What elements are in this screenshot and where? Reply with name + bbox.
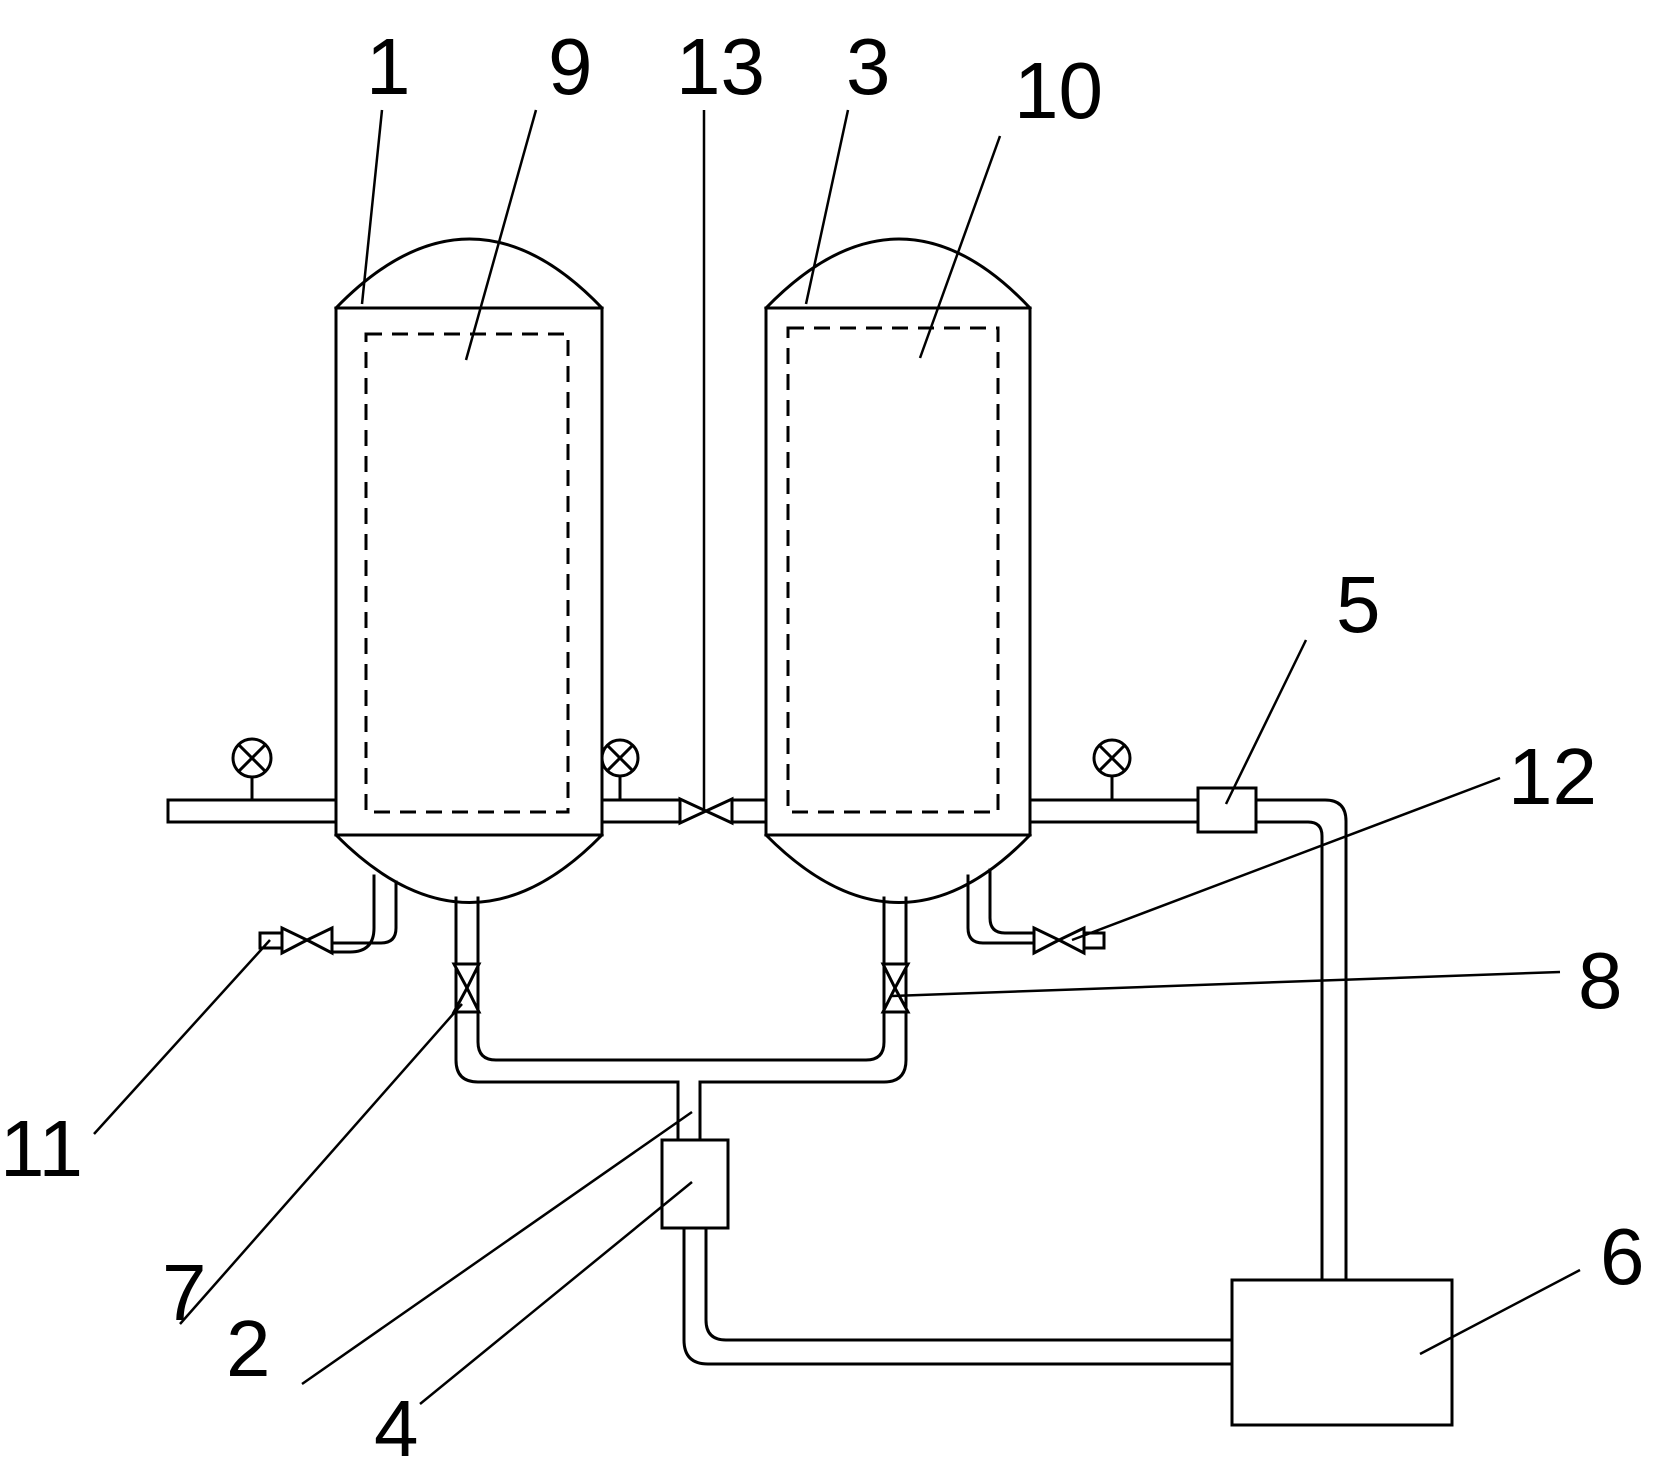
connecting-pipe: [600, 798, 768, 824]
valve-7: [451, 962, 482, 1014]
label-5: 5: [1336, 560, 1381, 649]
right-vessel: [763, 237, 1033, 904]
drain-valve-12: [1032, 925, 1086, 956]
left-filter-element: [364, 332, 570, 814]
valve-8: [880, 962, 911, 1014]
pressure-gauge-inlet: [231, 737, 273, 802]
label-7: 7: [162, 1248, 207, 1337]
label-13: 13: [676, 22, 765, 111]
left-drain-pipe: [258, 874, 398, 954]
label-2: 2: [226, 1304, 271, 1393]
drain-valve-11: [280, 925, 334, 956]
label-8: 8: [1578, 936, 1623, 1025]
valve-13: [678, 796, 734, 826]
label-3: 3: [846, 22, 891, 111]
outlet-pipe: [1028, 798, 1348, 1282]
inlet-pipe: [166, 798, 338, 824]
right-filter-element: [786, 326, 1000, 814]
reference-labels: 1 9 13 3 10 5 12 8 11 7 2 4 6: [0, 22, 1645, 1462]
left-vessel: [333, 237, 605, 904]
tank-6: [1230, 1278, 1454, 1427]
pressure-gauge-middle: [600, 738, 640, 802]
label-11: 11: [0, 1104, 83, 1193]
flow-meter-5: [1196, 786, 1258, 834]
label-1: 1: [366, 22, 411, 111]
return-pipe: [682, 1226, 1234, 1366]
leader-lines: [93, 109, 1581, 1405]
label-12: 12: [1508, 732, 1597, 821]
label-6: 6: [1600, 1212, 1645, 1301]
unit-4: [660, 1138, 730, 1230]
label-4: 4: [374, 1384, 419, 1462]
pressure-gauge-outlet: [1092, 738, 1132, 802]
label-9: 9: [548, 22, 593, 111]
label-10: 10: [1014, 46, 1103, 135]
manifold-pipe: [454, 896, 908, 1142]
